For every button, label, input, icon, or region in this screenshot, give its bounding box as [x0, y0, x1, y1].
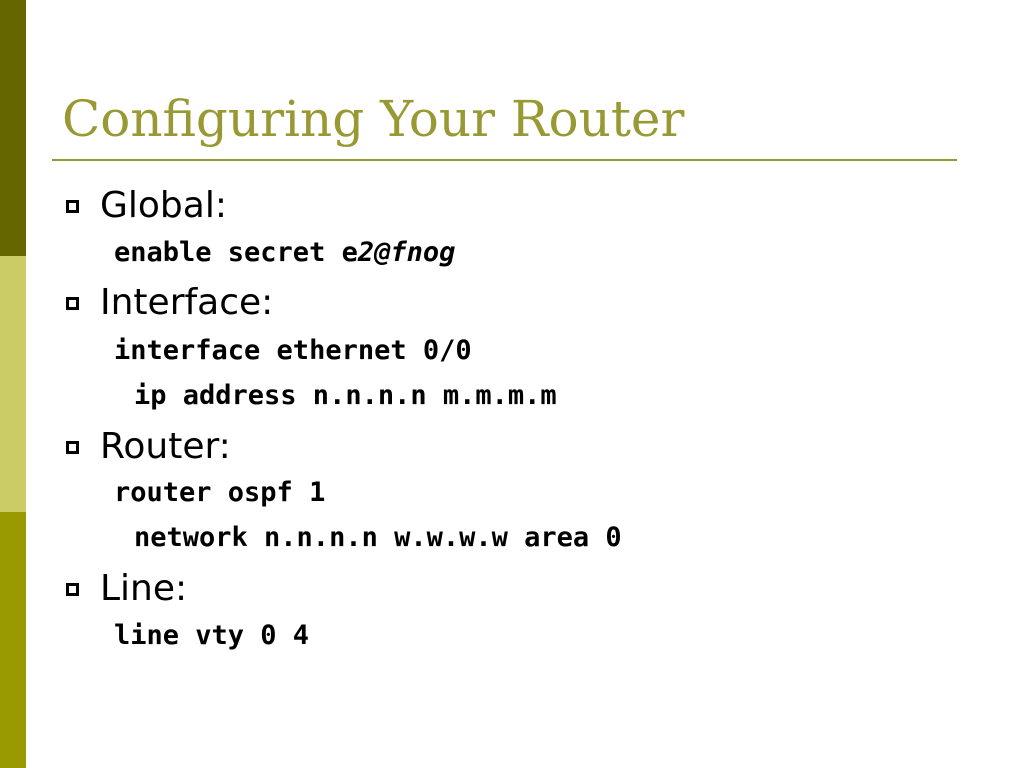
square-bullet-icon — [66, 297, 79, 310]
code-line-ip-address: ip address n.n.n.n m.m.m.m — [134, 380, 557, 411]
section-heading-interface: Interface: — [100, 282, 274, 323]
section-heading-router: Router: — [100, 426, 231, 467]
code-line-router-ospf: router ospf 1 — [114, 477, 326, 508]
code-line-vty: line vty 0 4 — [114, 620, 310, 651]
code-line-interface: interface ethernet 0/0 — [114, 335, 472, 366]
square-bullet-icon — [66, 441, 79, 454]
code-text: enable secret e — [114, 237, 358, 268]
sidebar-accent-middle — [0, 256, 26, 512]
sidebar-accent-top — [0, 0, 26, 256]
code-line-network: network n.n.n.n w.w.w.w area 0 — [134, 522, 622, 553]
square-bullet-icon — [66, 200, 79, 213]
code-line-enable-secret: enable secret e2@fnog — [114, 236, 455, 270]
code-secret-value: 2@fnog — [357, 237, 456, 268]
square-bullet-icon — [66, 583, 79, 596]
sidebar-accent-bottom — [0, 512, 26, 768]
section-heading-line: Line: — [100, 568, 188, 609]
section-heading-global: Global: — [100, 185, 227, 226]
slide-title: Configuring Your Router — [62, 90, 685, 148]
title-divider — [52, 159, 957, 161]
